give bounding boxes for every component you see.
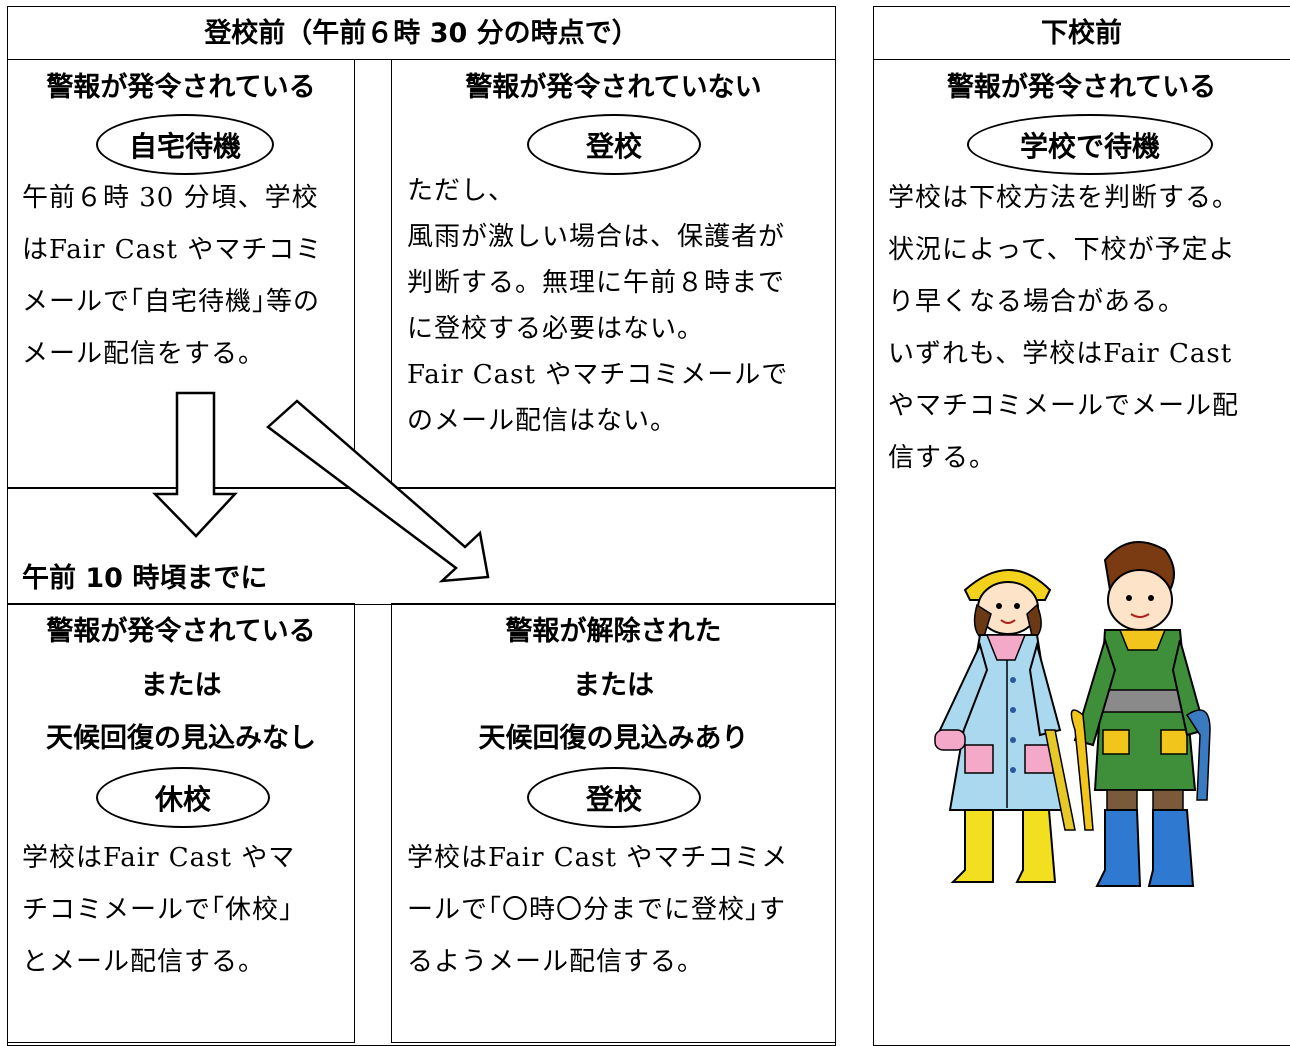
time-label: 午前 10 時頃までに [22, 563, 268, 594]
bottom-right-heading-2: または [573, 670, 654, 701]
middle-row [7, 487, 836, 605]
girl-figure [934, 569, 1076, 883]
left-title: 登校前（午前６時 30 分の時点で） [204, 18, 639, 49]
bottom-left-text: 学校はFair Cast やマ チコミメールで｢休校｣ とメール配信する。 [22, 843, 296, 977]
bottom-left-heading-3: 天候回復の見込みなし [46, 723, 316, 754]
down-arrow [152, 391, 238, 538]
bottom-left-decision-oval: 休校 [96, 767, 270, 828]
bottom-right-text: 学校はFair Cast やマチコミメ ールで｢〇時〇分までに登校｣す るようメ… [407, 843, 789, 977]
right-decision-oval: 学校で待機 [967, 114, 1213, 175]
right-title-row [873, 6, 1290, 60]
boy-figure [1070, 541, 1211, 887]
top-right-cell [391, 59, 836, 489]
top-left-text: 午前６時 30 分頃、学校 はFair Cast やマチコミ メールで｢自宅待機… [22, 183, 323, 369]
top-right-decision-oval: 登校 [527, 114, 701, 175]
bottom-right-heading-3: 天候回復の見込みあり [478, 723, 749, 754]
top-left-heading: 警報が発令されている [46, 72, 316, 103]
diagonal-arrow [266, 399, 490, 583]
top-right-heading: 警報が発令されていない [465, 72, 762, 103]
bottom-right-decision-oval: 登校 [527, 767, 701, 828]
top-right-text: ただし、 風雨が激しい場合は、保護者が 判断する。無理に午前８時まで に登校する… [407, 176, 789, 436]
right-title: 下校前 [1041, 18, 1122, 49]
top-left-decision-oval: 自宅待機 [96, 114, 274, 175]
bottom-left-heading-1: 警報が発令されている [46, 616, 316, 647]
right-text: 学校は下校方法を判断する。 状況によって、下校が予定よ り早くなる場合がある。 … [888, 183, 1240, 473]
right-heading: 警報が発令されている [946, 72, 1217, 103]
bottom-left-heading-2: または [140, 670, 222, 701]
children-illustration [934, 541, 1211, 887]
bottom-right-heading-1: 警報が解除された [505, 616, 722, 647]
